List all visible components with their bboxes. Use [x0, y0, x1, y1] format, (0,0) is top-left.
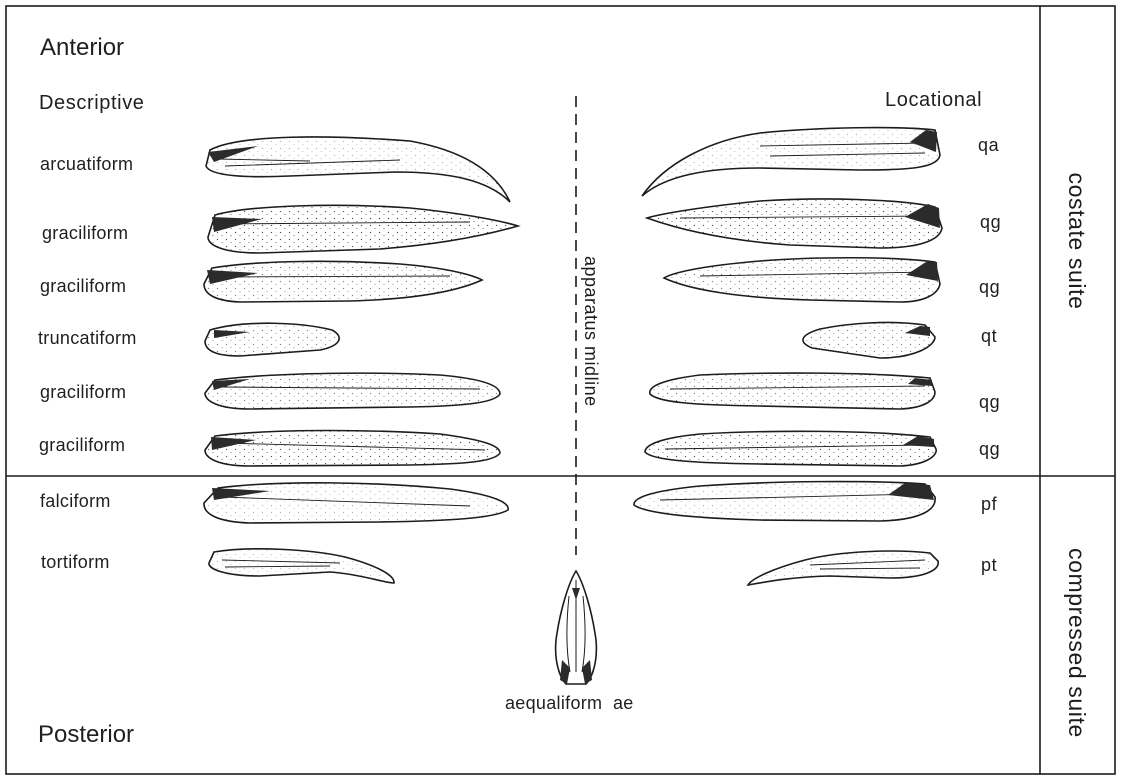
- label-graciliform-3: graciliform: [40, 383, 126, 401]
- costate-suite-label: costate suite: [1062, 166, 1088, 316]
- element-arcuatiform-left: [206, 137, 510, 202]
- element-graciliform-left-1: [208, 205, 518, 253]
- right-elements: [634, 128, 942, 585]
- label-qg-3: qg: [979, 393, 1000, 411]
- element-pf-right: [634, 482, 935, 521]
- posterior-label: Posterior: [38, 723, 134, 747]
- label-tortiform: tortiform: [41, 553, 110, 571]
- label-qg-1: qg: [980, 213, 1001, 231]
- element-qg-right-1: [647, 199, 942, 248]
- element-pt-right: [748, 551, 938, 585]
- element-qt-right: [803, 322, 935, 358]
- element-qa-right: [642, 128, 940, 196]
- label-truncatiform: truncatiform: [38, 329, 137, 347]
- element-qg-right-3: [650, 373, 935, 409]
- anterior-label: Anterior: [40, 36, 124, 60]
- locational-header: Locational: [885, 90, 982, 110]
- label-graciliform-1: graciliform: [42, 224, 128, 242]
- element-graciliform-left-2: [204, 261, 482, 302]
- left-elements: [204, 137, 518, 583]
- label-qa: qa: [978, 136, 999, 154]
- compressed-suite-label: compressed suite: [1062, 548, 1088, 718]
- label-graciliform-4: graciliform: [39, 436, 125, 454]
- element-graciliform-left-3: [205, 373, 500, 409]
- element-falciform-left: [204, 483, 508, 523]
- element-truncatiform-left: [205, 323, 339, 356]
- label-pt: pt: [981, 556, 997, 574]
- label-qg-2: qg: [979, 278, 1000, 296]
- label-aequaliform: aequaliform ae: [505, 694, 634, 712]
- element-qg-right-2: [664, 258, 940, 302]
- label-qg-4: qg: [979, 440, 1000, 458]
- element-tortiform-left: [209, 549, 394, 583]
- label-qt: qt: [981, 327, 997, 345]
- label-falciform: falciform: [40, 492, 111, 510]
- apparatus-midline-label: apparatus midline: [580, 256, 600, 406]
- label-graciliform-2: graciliform: [40, 277, 126, 295]
- label-arcuatiform: arcuatiform: [40, 155, 133, 173]
- element-aequaliform-center: [556, 571, 597, 684]
- descriptive-header: Descriptive: [39, 93, 145, 113]
- label-pf: pf: [981, 495, 997, 513]
- element-qg-right-4: [645, 431, 936, 466]
- element-graciliform-left-4: [205, 431, 500, 467]
